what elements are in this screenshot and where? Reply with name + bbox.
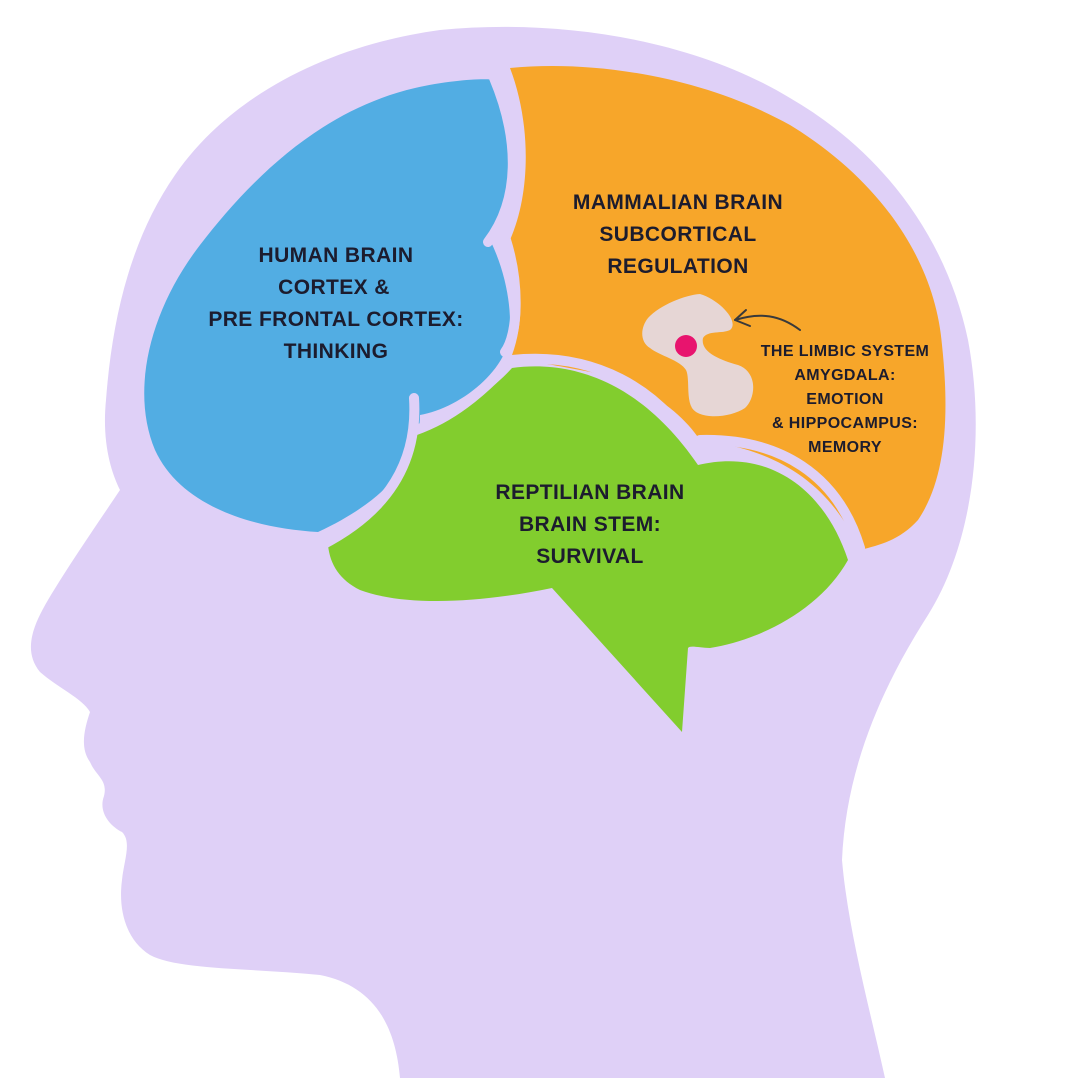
reptilian-brain-region <box>328 366 848 732</box>
human-brain-region <box>144 79 514 533</box>
amygdala-dot <box>675 335 697 357</box>
separator-mammalian-reptilian-right <box>695 434 865 553</box>
reptilian-brain-label-1: REPTILIAN BRAIN <box>495 481 684 504</box>
separator-blue-green <box>317 393 420 550</box>
limbic-system-label-1: THE LIMBIC SYSTEM <box>761 343 930 360</box>
human-brain-label-1: HUMAN BRAIN <box>259 244 414 267</box>
human-brain-label-2: CORTEX & <box>278 276 390 299</box>
limbic-system-label-3: EMOTION <box>806 391 883 408</box>
reptilian-brain-label-2: BRAIN STEM: <box>519 513 661 536</box>
limbic-system-label-4: & HIPPOCAMPUS: <box>772 415 918 432</box>
human-brain-label-3: PRE FRONTAL CORTEX: <box>208 308 463 331</box>
separator-human-mammalian <box>483 73 518 247</box>
reptilian-brain-label-3: SURVIVAL <box>536 545 643 568</box>
human-brain-label-4: THINKING <box>284 340 389 363</box>
separator-reptilian-top <box>411 355 517 435</box>
limbic-system-shape <box>642 294 754 417</box>
mammalian-brain-label-3: REGULATION <box>607 255 748 278</box>
mammalian-brain-label-2: SUBCORTICAL <box>599 223 756 246</box>
brain-separators <box>317 73 865 553</box>
separator-human-mammalian-lower <box>500 235 521 357</box>
curved-arrow-icon <box>734 309 801 331</box>
mammalian-brain-region <box>510 65 946 550</box>
limbic-system-label-5: MEMORY <box>808 439 882 456</box>
limbic-system-label-2: AMYGDALA: <box>794 367 895 384</box>
separator-reptilian-mammalian <box>507 353 705 463</box>
mammalian-brain-label-1: MAMMALIAN BRAIN <box>573 191 783 214</box>
